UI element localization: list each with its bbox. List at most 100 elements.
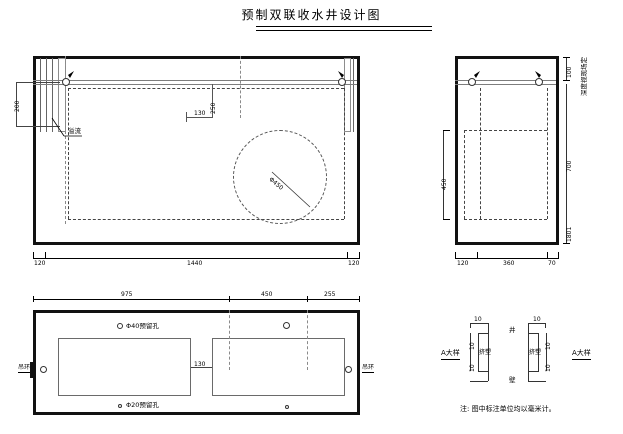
detail-right-dimline <box>546 333 547 371</box>
front-step-horizontal <box>186 117 213 118</box>
detail-left-bottom-h <box>470 381 488 382</box>
label-plan-left-side: 吊环 <box>18 364 31 373</box>
dim-plan-middle: 130 <box>194 361 206 368</box>
detail-right-low-h <box>528 371 539 372</box>
plan-axis-1 <box>229 310 230 370</box>
dim-detail-left-lower: 10 <box>469 364 476 372</box>
plan-chamber-right <box>212 338 345 396</box>
front-band-top <box>33 80 357 81</box>
dim-front-bottom-center: 1440 <box>187 260 203 267</box>
front-inner-dash-right <box>344 88 345 219</box>
dim-side-top-right: 100 <box>566 66 573 78</box>
plan-dim-tick-3 <box>307 296 308 302</box>
side-dim-line <box>455 258 559 259</box>
dim-front-bottom-left: 120 <box>34 260 46 267</box>
front-circle-450 <box>233 130 327 224</box>
detail-label-bottom: 壁 <box>509 376 516 384</box>
side-dim-tick-3 <box>547 252 548 259</box>
page-title: 预制双联收水井设计图 <box>241 8 382 22</box>
front-inner-dash-top <box>68 88 344 89</box>
detail-right-lowstep-v <box>528 371 529 381</box>
detail-right-body-v <box>538 333 539 371</box>
plan-dim-tick-1 <box>33 296 34 302</box>
detail-left-low-h <box>478 371 489 372</box>
detail-left-lowstep-v <box>488 371 489 381</box>
side-dim100-tick-top <box>563 57 570 58</box>
dim-front-bottom-right: 120 <box>348 260 360 267</box>
side-outer-left <box>455 56 458 245</box>
detail-right-top-h <box>528 323 546 324</box>
detail-left-mid-h <box>478 333 489 334</box>
side-marker-right <box>535 78 543 86</box>
label-depth-note: 深度视现场定 <box>580 57 588 96</box>
plan-chamber-left <box>58 338 191 396</box>
dim-side-bottom-right: 70 <box>548 260 556 267</box>
side-marker-left <box>468 78 476 86</box>
plan-dim130-line <box>191 367 212 368</box>
plan-axis-2 <box>307 310 308 370</box>
side-inner-dash-bottom <box>464 219 547 220</box>
front-dim-tick-4 <box>359 252 360 259</box>
front-axis-right <box>240 56 241 118</box>
plan-ring-left <box>40 366 47 373</box>
front-outer-left <box>33 56 36 245</box>
front-dim-tick-3 <box>347 252 348 259</box>
drawing-note: 注: 图中标注单位均以毫米计。 <box>460 405 556 413</box>
dim-side-left-vertical: 450 <box>441 178 448 190</box>
dim-side-bottom-center: 360 <box>503 260 515 267</box>
front-band-bottom <box>33 84 357 85</box>
front-outer-bottom <box>33 242 360 245</box>
plan-hole-20-right <box>285 405 289 409</box>
dim-detail-top-left: 10 <box>474 316 482 323</box>
dim-detail-top-right: 10 <box>533 316 541 323</box>
plan-ring-right <box>345 366 352 373</box>
side-dim-tick-4 <box>558 252 559 259</box>
detail-left-top-h <box>470 323 488 324</box>
detail-title-left: A大样 <box>441 348 460 360</box>
plan-dim-tick-2 <box>229 296 230 302</box>
side-dim450-tick-top <box>443 130 450 131</box>
front-dim-tick-1 <box>33 252 34 259</box>
detail-right-step-v <box>528 323 529 333</box>
front-step-vertical <box>212 84 213 118</box>
front-dim-tick-2 <box>45 252 46 259</box>
detail-material-left: 挤塑 <box>479 349 492 356</box>
side-inner-dash-right <box>547 88 548 219</box>
dim-side-bottom-left: 120 <box>457 260 469 267</box>
detail-material-right: 挤塑 <box>529 349 542 356</box>
side-inner-dash-outer-left <box>464 130 465 219</box>
side-dim100-tick-bottom <box>563 80 570 81</box>
section-marker-right <box>338 78 346 86</box>
front-outer-top <box>33 56 360 59</box>
side-band-bottom <box>455 84 556 85</box>
detail-right-top-v <box>545 323 546 328</box>
side-dim-tick-1 <box>455 252 456 259</box>
dim-detail-right-upper: 10 <box>545 342 552 350</box>
dim-detail-right-lower: 10 <box>545 364 552 372</box>
detail-label-top: 井 <box>509 326 516 334</box>
dim-side-right-upper: 700 <box>566 160 573 172</box>
dim-front-left-top <box>16 82 60 83</box>
dim-plan-top-left: 975 <box>121 291 133 298</box>
side-dim-tick-2 <box>477 252 478 259</box>
detail-left-step-v <box>488 323 489 333</box>
detail-right-bottom-h <box>528 381 546 382</box>
dim-side-right-lower: 1801 <box>566 226 573 242</box>
plan-ring-left-bracket <box>30 362 33 378</box>
dim-front-left-bracket <box>16 82 17 126</box>
front-step-left-edge <box>186 112 187 122</box>
label-overflow: 溢流 <box>68 127 81 135</box>
title-underline <box>256 26 432 31</box>
side-dim100-line <box>566 57 567 81</box>
detail-left-dimline <box>470 333 471 371</box>
side-dim450-tick-bottom <box>443 219 450 220</box>
detail-left-body-v <box>478 333 479 371</box>
front-dim-line <box>33 258 360 259</box>
side-dim-right-tick <box>563 243 570 244</box>
side-inner-dash-left <box>480 88 481 219</box>
plan-outer-bottom <box>33 412 360 415</box>
